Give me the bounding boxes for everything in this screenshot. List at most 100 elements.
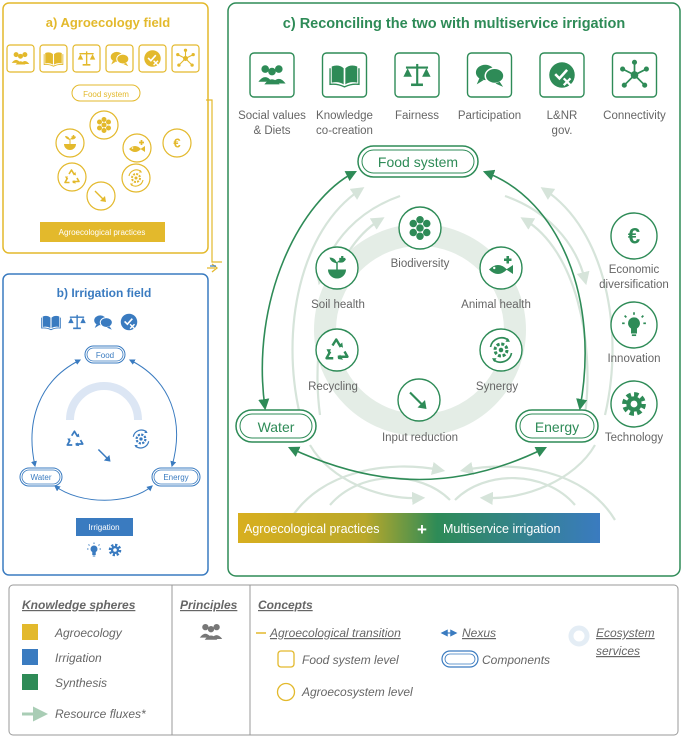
- speech-icon: [93, 314, 113, 331]
- energy-label: Energy: [535, 419, 579, 435]
- panel-b-frame: [2, 273, 209, 576]
- speech-icon: [110, 51, 130, 67]
- legend-agro-level: Agroecosystem level: [301, 685, 413, 699]
- ecosystem-service-circle: [315, 328, 359, 372]
- panel-b-irrigation: Irrigation: [88, 523, 119, 532]
- bar-plus-sign: +: [417, 520, 427, 539]
- nexus-water-energy: [287, 446, 548, 481]
- panel-b-energy-pill: [151, 467, 201, 487]
- principle-label: Social values: [238, 110, 306, 122]
- food-system-label: Food system: [378, 154, 458, 170]
- ecosystem-service-label: Synergy: [476, 381, 518, 393]
- driver-label: Technology: [605, 432, 663, 444]
- legend-nexus: Nexus: [462, 626, 496, 640]
- legend-eco-line1: Ecosystem: [596, 626, 655, 640]
- economic-drivers: Economic diversificationInnovationTechnol…: [599, 212, 669, 444]
- principle-label: co-creation: [316, 125, 373, 137]
- principle-frame: [171, 44, 200, 73]
- principle-frame: [138, 44, 167, 73]
- energy-node: [515, 409, 599, 443]
- ecosystem-service-label: Biodiversity: [391, 258, 450, 270]
- integration-bar: [238, 513, 600, 543]
- legend-frame: [8, 584, 679, 736]
- panel-b-ecosystem-arc: [66, 382, 142, 421]
- water-label: Water: [258, 419, 295, 435]
- panel-b-water-pill: [19, 467, 63, 487]
- ecosystem-service-label: Input reduction: [382, 432, 458, 444]
- panel-a-practices: Agroecological practices: [59, 228, 146, 237]
- driver-label: Innovation: [607, 353, 660, 365]
- bar-right-label: Multiservice irrigation: [443, 522, 560, 536]
- principle-label: L&NR: [547, 110, 578, 122]
- panel-b-energy: Energy: [163, 473, 188, 482]
- bar-left-label: Agroecological practices: [244, 522, 380, 536]
- transition-arrow: [207, 263, 219, 273]
- ecosystem-service-label: Animal health: [461, 299, 531, 311]
- governance-icon: [547, 60, 577, 90]
- legend-food-level-swatch: [277, 650, 295, 668]
- driver-label: Economic: [609, 264, 660, 276]
- legend-ecosystem-swatch: [568, 625, 590, 647]
- ecosystem-service-label: Soil health: [311, 299, 365, 311]
- network-icon: [175, 48, 196, 68]
- legend-components-swatch: [441, 650, 479, 668]
- euro-icon: [173, 135, 181, 151]
- governance-icon: [119, 312, 139, 332]
- principle-label: & Diets: [253, 125, 290, 137]
- panel-b-water: Water: [30, 473, 51, 482]
- panel-c-principles: Social values & Diets Knowledge co-creation…: [238, 52, 666, 137]
- food-system-node: [357, 145, 479, 178]
- panel-c-frame: [227, 2, 681, 577]
- people-icon: [199, 623, 223, 640]
- legend-synthesis-swatch: [22, 674, 38, 690]
- panel-a-food-system-pill: [71, 84, 141, 102]
- panel-a-frame: [2, 2, 209, 254]
- book-icon: [43, 51, 64, 67]
- legend-agro-level-swatch: [276, 682, 296, 702]
- principle-frame: [321, 52, 368, 98]
- arrow-down-icon: [97, 448, 111, 462]
- principle-frame: [105, 44, 134, 73]
- panel-c-title: c) Reconciling the two with multiservice…: [283, 16, 625, 32]
- legend-irrigation-swatch: [22, 649, 38, 665]
- legend-spheres-title: Knowledge spheres: [22, 598, 136, 612]
- legend-agroecology-swatch: [22, 624, 38, 640]
- panel-a-transition-bracket: [206, 99, 222, 263]
- legend-components: Components: [482, 653, 550, 667]
- book-icon: [41, 315, 61, 331]
- scale-icon: [68, 314, 86, 330]
- nexus-food-water: [258, 170, 357, 411]
- nexus-food-energy: [482, 169, 588, 411]
- principle-label: Fairness: [395, 110, 439, 122]
- panel-a-title: a) Agroecology field: [46, 15, 171, 30]
- legend-food-level: Food system level: [302, 653, 399, 667]
- panel-b-irrigation-box: [76, 518, 133, 536]
- panel-a-principles: [6, 44, 200, 73]
- principle-label: gov.: [552, 125, 573, 137]
- legend-synthesis: Synthesis: [55, 676, 107, 690]
- ecosystem-service-label: Recycling: [308, 381, 358, 393]
- panel-b-food-pill: [84, 345, 126, 364]
- principle-label: Knowledge: [316, 110, 373, 122]
- driver-label: diversification: [599, 279, 669, 291]
- legend-transition: Agroecological transition: [269, 626, 401, 640]
- nexus-food-water: [31, 359, 82, 468]
- principle-frame: [6, 44, 35, 73]
- synergy-icon: [132, 428, 150, 450]
- principle-frame: [72, 44, 101, 73]
- principle-frame: [39, 44, 68, 73]
- principle-label: Participation: [458, 110, 521, 122]
- panel-b-title: b) Irrigation field: [57, 286, 152, 300]
- recycle-icon: [66, 430, 84, 448]
- panel-b-principles: [41, 312, 139, 332]
- agroecosystem-circle: [57, 162, 87, 192]
- legend-principles-title: Principles: [180, 598, 238, 612]
- people-icon: [11, 52, 30, 65]
- legend-irrigation: Irrigation: [55, 651, 102, 665]
- legend-eco-line2: services: [596, 644, 640, 658]
- principle-label: Connectivity: [603, 110, 666, 122]
- euro-icon: [627, 223, 641, 249]
- water-node: [235, 409, 317, 443]
- panel-b-food: Food: [96, 351, 114, 360]
